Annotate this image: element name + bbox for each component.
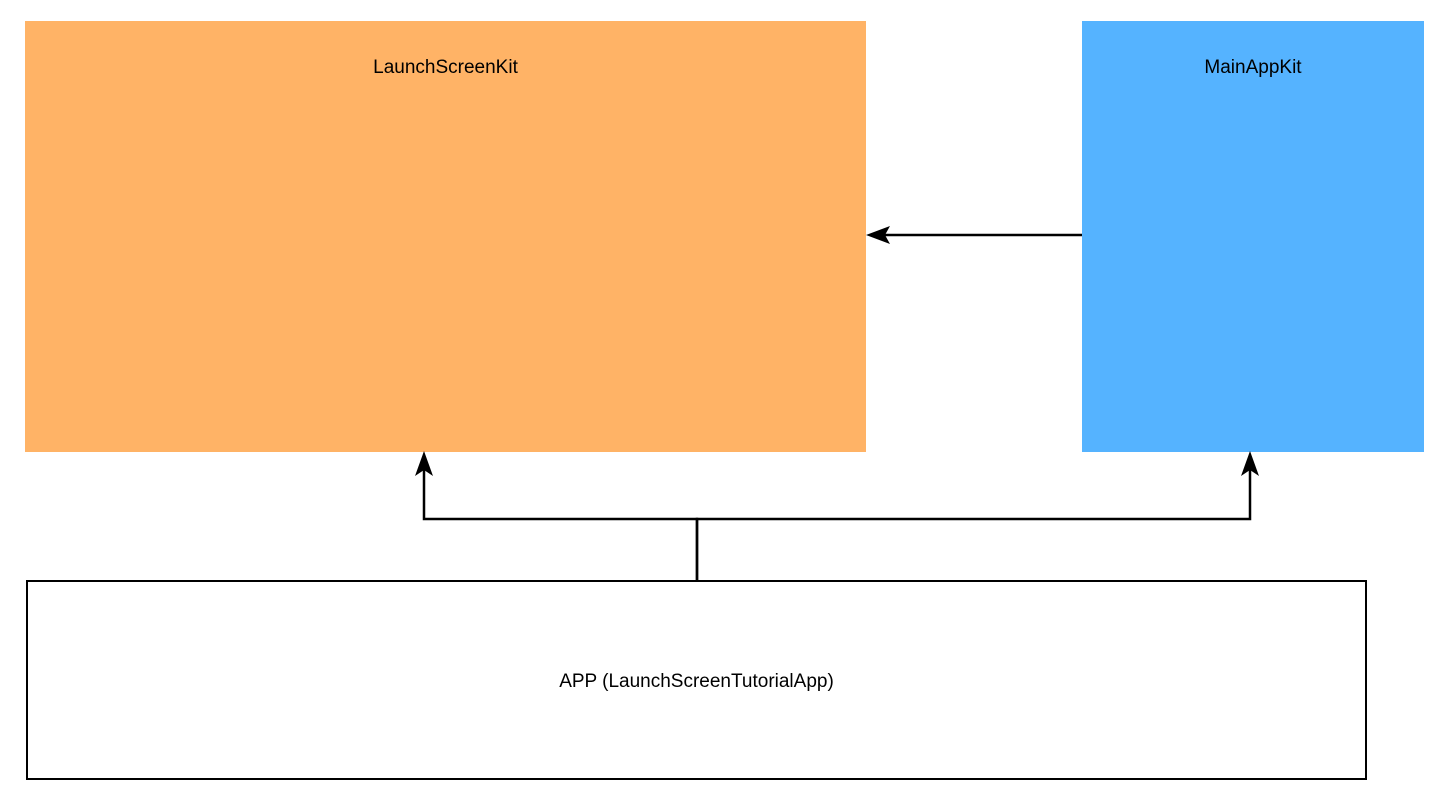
arrowhead-icon [866, 226, 890, 244]
node-app[interactable]: APP (LaunchScreenTutorialApp) [26, 580, 1367, 780]
edge-app-to-launchscreenkit[interactable] [415, 451, 699, 580]
node-app-label: APP (LaunchScreenTutorialApp) [559, 671, 834, 692]
arrowhead-icon [1241, 451, 1259, 476]
edge-app-to-mainappkit-line [695, 466, 1252, 580]
node-mainappkit[interactable]: MainAppKit [1082, 21, 1424, 452]
node-mainappkit-label: MainAppKit [1204, 57, 1302, 78]
edge-app-to-launchscreenkit-line [422, 466, 699, 580]
node-launchscreenkit[interactable]: LaunchScreenKit [25, 21, 866, 452]
arrowhead-icon [415, 451, 433, 476]
edge-app-to-mainappkit[interactable] [695, 451, 1259, 580]
edge-mainappkit-to-launchscreenkit[interactable] [866, 226, 1082, 244]
node-launchscreenkit-label: LaunchScreenKit [373, 57, 518, 78]
